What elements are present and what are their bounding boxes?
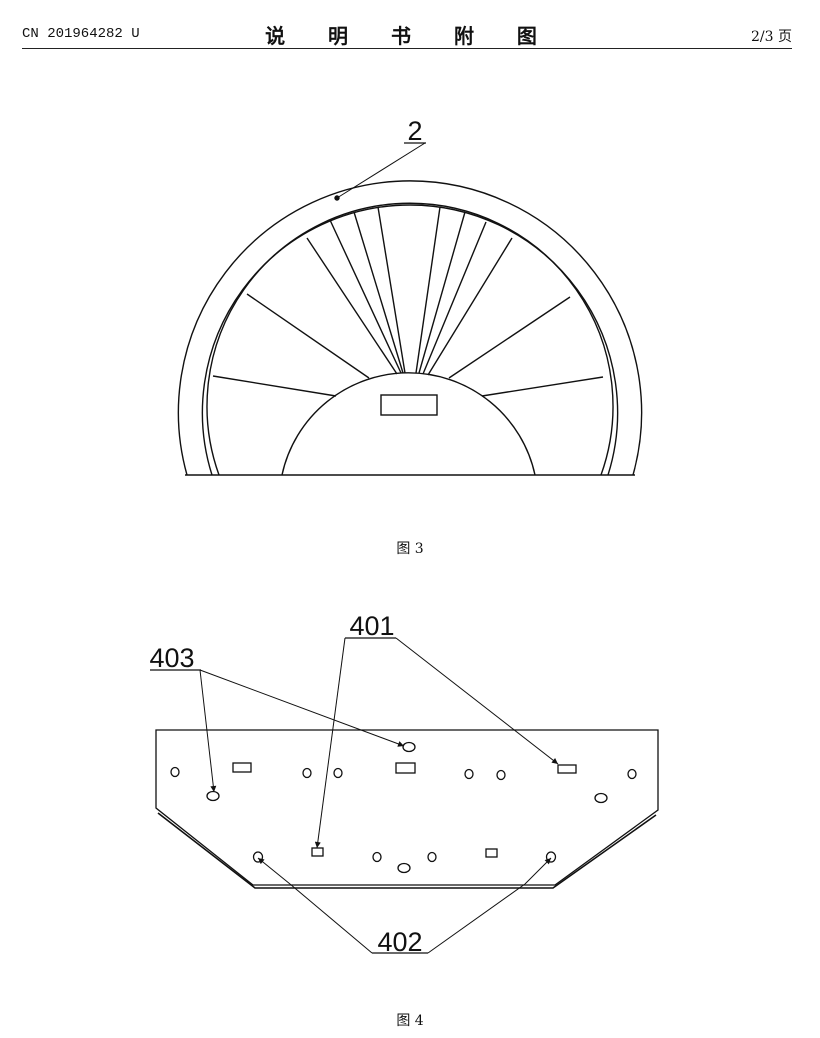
- leader-402-b: [427, 883, 526, 954]
- inner-ring-inner: [206, 202, 614, 476]
- spokes: [212, 206, 604, 397]
- figure-3-drawing: [177, 142, 643, 476]
- leader-401-b: [395, 637, 559, 765]
- leader-403-a: [199, 669, 217, 793]
- header-divider: [22, 48, 792, 49]
- leader-403-b: [199, 669, 405, 747]
- holes: [170, 741, 637, 874]
- outer-arc: [177, 180, 643, 476]
- inner-ring-outer: [201, 204, 619, 476]
- label-401: 401: [349, 611, 394, 641]
- plate-outline: [155, 729, 659, 886]
- hub-slot: [380, 394, 438, 416]
- slots: [232, 762, 577, 858]
- figure-4-caption: 图 4: [396, 1013, 424, 1029]
- leader-dot: [334, 195, 340, 201]
- hub-arc: [281, 372, 536, 476]
- label-403: 403: [149, 643, 194, 673]
- figure-4-leaders: [150, 637, 559, 954]
- plate-edge: [157, 812, 657, 889]
- leader-402-a: [289, 883, 373, 954]
- leader-401-a: [314, 637, 346, 849]
- publication-number: CN 201964282 U: [22, 26, 140, 42]
- label-2-leader: [336, 142, 426, 199]
- figure-3-caption: 图 3: [396, 541, 424, 557]
- label-402: 402: [377, 927, 422, 957]
- page-number: 2/3 页: [751, 29, 792, 45]
- label-2: 2: [407, 116, 422, 146]
- page-title: 说 明 书 附 图: [265, 24, 555, 48]
- figure-4-drawing: [155, 729, 659, 889]
